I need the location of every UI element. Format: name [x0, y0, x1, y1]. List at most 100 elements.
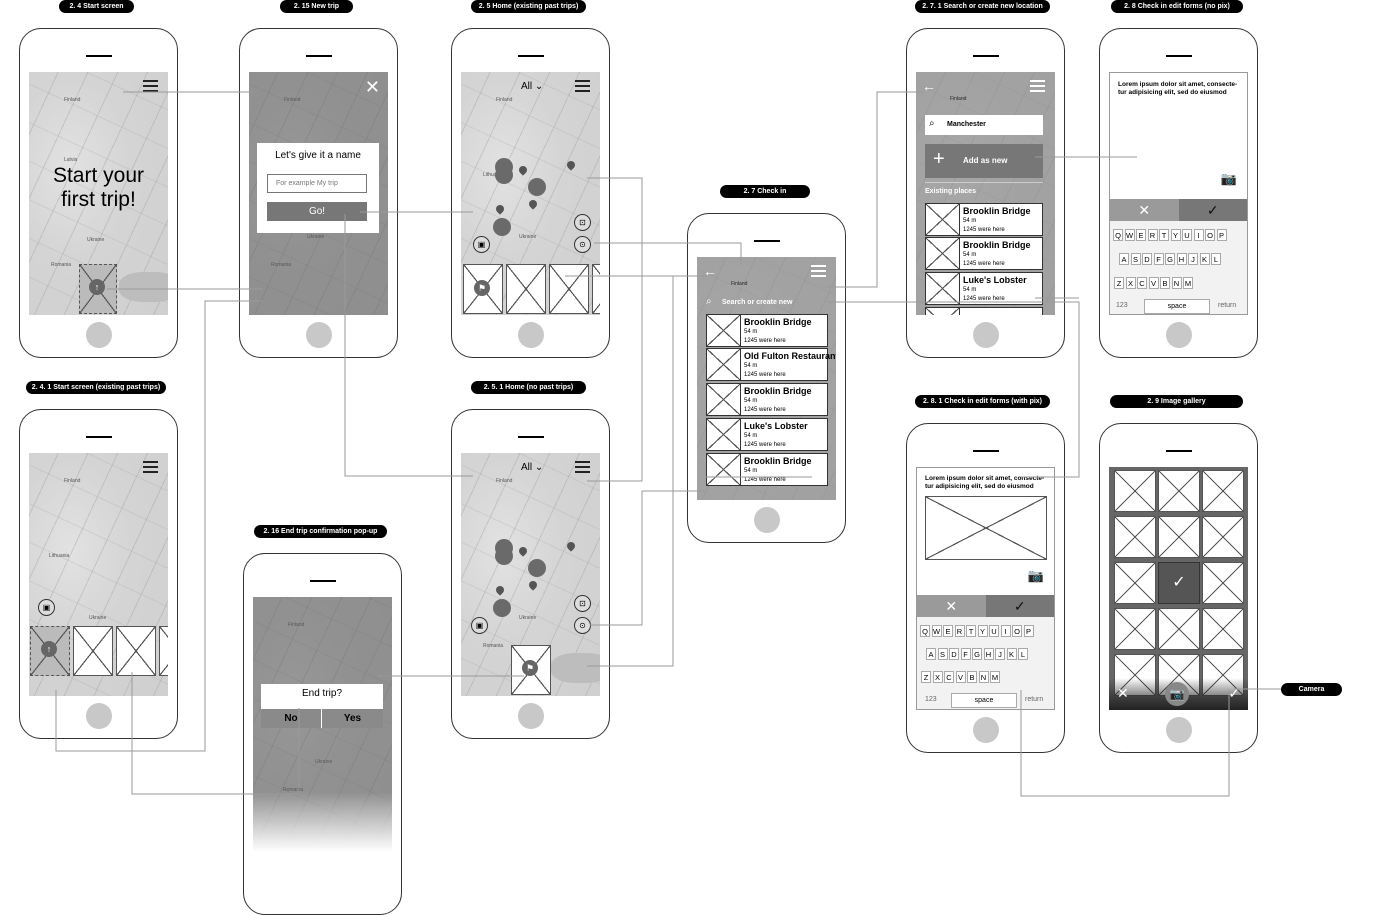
trip-thumbnail[interactable] [73, 626, 113, 676]
keyboard-key[interactable]: A [1119, 253, 1129, 265]
keyboard-key[interactable]: P [1216, 229, 1227, 241]
gallery-image[interactable] [1202, 516, 1244, 558]
place-row[interactable] [925, 307, 1043, 315]
keyboard-key[interactable]: M [1183, 277, 1193, 289]
keyboard-key[interactable]: B [1160, 277, 1170, 289]
keyboard-key[interactable]: F [960, 648, 971, 660]
place-row[interactable]: Brooklin Bridge 54 m 1245 were here [706, 453, 828, 486]
keyboard-key[interactable]: W [931, 625, 942, 637]
place-row[interactable]: Brooklin Bridge 54 m 1245 were here [925, 203, 1043, 236]
trip-cluster[interactable] [495, 547, 513, 565]
keyboard-key[interactable]: K [1006, 648, 1017, 660]
keyboard-key[interactable]: I [1193, 229, 1204, 241]
place-row[interactable]: Brooklin Bridge 54 m 1245 were here [706, 383, 828, 416]
keyboard-key[interactable]: Z [1114, 277, 1124, 289]
return-key[interactable]: return [1025, 696, 1044, 703]
keyboard-key[interactable]: T [1159, 229, 1169, 241]
gallery-image[interactable] [1202, 562, 1244, 604]
keyboard-key[interactable]: K [1199, 253, 1210, 265]
search-field[interactable]: ⌕ Manchester [925, 115, 1043, 135]
trip-cluster[interactable] [493, 599, 511, 617]
keyboard-key[interactable]: I [1000, 625, 1011, 637]
trip-cluster[interactable] [493, 218, 511, 236]
home-button[interactable] [1165, 717, 1192, 743]
gallery-icon[interactable]: ▣ [471, 617, 488, 634]
keyboard-key[interactable]: Q [1113, 229, 1123, 241]
gallery-image[interactable] [1114, 562, 1156, 604]
gallery-image[interactable] [1202, 470, 1244, 512]
space-key[interactable]: space [951, 693, 1017, 708]
keyboard-key[interactable]: B [967, 671, 977, 683]
keyboard-key[interactable]: P [1023, 625, 1034, 637]
keyboard-key[interactable]: S [1130, 253, 1141, 265]
location-pin-icon[interactable]: ⊙ [574, 617, 591, 634]
arrow-up-icon[interactable]: ↑ [89, 279, 105, 295]
confirm-icon[interactable]: ✓ [985, 595, 1054, 617]
keyboard-key[interactable]: G [972, 648, 982, 660]
trip-thumbnail[interactable] [116, 626, 156, 676]
home-button[interactable] [972, 717, 999, 743]
keyboard-key[interactable]: M [990, 671, 1000, 683]
menu-icon[interactable] [575, 461, 590, 473]
keyboard-key[interactable]: T [966, 625, 976, 637]
back-arrow-icon[interactable]: ← [922, 78, 936, 94]
arrow-up-icon[interactable]: ↑ [41, 641, 57, 657]
camera-icon[interactable]: 📷 [1220, 171, 1237, 186]
location-pin-icon[interactable]: ⊙ [574, 236, 591, 253]
keyboard-key[interactable]: W [1124, 229, 1135, 241]
keyboard-key[interactable]: A [926, 648, 936, 660]
close-icon[interactable]: ✕ [1117, 685, 1129, 701]
keyboard-key[interactable]: R [1147, 229, 1158, 241]
keyboard-key[interactable]: H [983, 648, 994, 660]
keyboard-key[interactable]: J [1188, 253, 1198, 265]
trip-thumbnail[interactable] [549, 264, 589, 314]
gallery-icon[interactable]: ▣ [473, 236, 490, 253]
return-key[interactable]: return [1218, 302, 1237, 309]
menu-icon[interactable] [143, 80, 158, 92]
gallery-icon[interactable]: ▣ [38, 599, 55, 616]
keyboard-key[interactable]: E [1136, 229, 1146, 241]
home-button[interactable] [517, 703, 544, 729]
no-button[interactable]: No [261, 709, 321, 728]
trip-cluster[interactable] [528, 559, 546, 577]
keyboard-key[interactable]: D [1142, 253, 1152, 265]
keyboard-key[interactable]: Y [977, 625, 988, 637]
place-row[interactable]: Luke's Lobster 54 m 1245 were here [925, 272, 1043, 305]
attached-photo[interactable] [925, 496, 1047, 560]
gallery-image[interactable] [1158, 470, 1200, 512]
keyboard-key[interactable]: H [1176, 253, 1187, 265]
confirm-icon[interactable]: ✓ [1178, 199, 1247, 221]
cancel-icon[interactable]: ✕ [917, 595, 986, 617]
numbers-key[interactable]: 123 [1116, 302, 1128, 309]
keyboard-key[interactable]: X [1125, 277, 1136, 289]
filter-dropdown[interactable]: All ⌄ [521, 81, 543, 92]
go-button[interactable]: Go! [267, 202, 367, 221]
gallery-image[interactable] [1114, 608, 1156, 650]
close-icon[interactable]: ✕ [364, 77, 380, 97]
keyboard-key[interactable]: Z [921, 671, 931, 683]
menu-icon[interactable] [1030, 80, 1045, 92]
selected-image[interactable]: ✓ [1158, 562, 1200, 604]
home-button[interactable] [305, 322, 332, 348]
keyboard-key[interactable]: U [1182, 229, 1192, 241]
home-button[interactable] [517, 322, 544, 348]
trip-thumbnail[interactable] [159, 626, 168, 676]
camera-icon[interactable]: 📷 [1165, 682, 1189, 706]
back-arrow-icon[interactable]: ← [703, 263, 717, 279]
gallery-image[interactable] [1114, 516, 1156, 558]
keyboard-key[interactable]: L [1018, 648, 1028, 660]
suitcase-icon[interactable]: ⊡ [574, 214, 591, 231]
keyboard-key[interactable]: V [955, 671, 966, 683]
keyboard-key[interactable]: C [944, 671, 954, 683]
flag-icon[interactable]: ⚑ [474, 280, 490, 296]
trip-cluster[interactable] [495, 166, 513, 184]
keyboard-key[interactable]: Y [1170, 229, 1181, 241]
add-as-new-button[interactable]: + Add as new [925, 144, 1043, 178]
home-button[interactable] [85, 703, 112, 729]
gallery-image[interactable] [1158, 516, 1200, 558]
search-input[interactable]: Search or create new [722, 299, 793, 306]
suitcase-icon[interactable]: ⊡ [574, 595, 591, 612]
numbers-key[interactable]: 123 [925, 696, 937, 703]
keyboard-key[interactable]: F [1153, 253, 1164, 265]
home-button[interactable] [1165, 322, 1192, 348]
